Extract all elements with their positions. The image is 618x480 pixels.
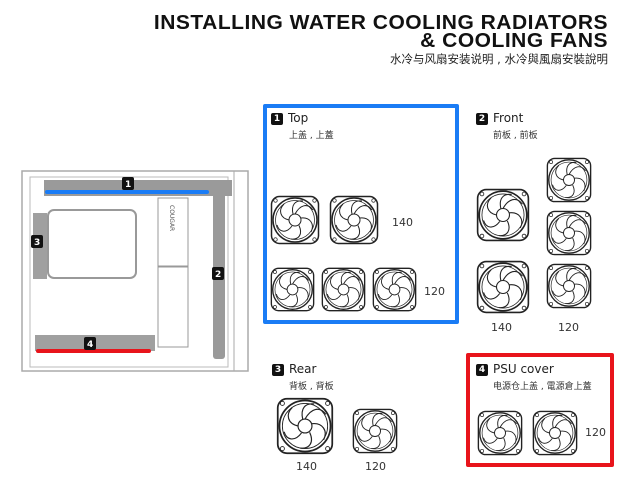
fan-icon xyxy=(372,267,417,312)
fan-icon xyxy=(321,267,366,312)
section-cn: 背板 , 背板 xyxy=(289,382,334,392)
size-label: 120 xyxy=(424,285,445,298)
marker-4: 4 xyxy=(87,340,93,350)
page-title: INSTALLING WATER COOLING RADIATORS& COOL… xyxy=(153,12,608,52)
section-name: Rear xyxy=(289,362,317,376)
page-subtitle: 水冷与风扇安装说明 , 水冷與風扇安裝說明 xyxy=(390,52,608,66)
fan-icon xyxy=(476,260,530,314)
section-name: PSU cover xyxy=(493,362,554,376)
section-name: Top xyxy=(288,111,309,125)
fan-icon xyxy=(329,195,379,245)
fan-icon xyxy=(270,195,320,245)
fan-icon xyxy=(546,157,592,203)
size-label: 140 xyxy=(392,216,413,229)
fan-icon xyxy=(276,397,334,455)
section-rear-heading: 3 Rear xyxy=(272,362,316,376)
psu-section-box xyxy=(466,353,614,467)
fan-icon xyxy=(270,267,315,312)
section-number: 2 xyxy=(476,113,488,125)
section-front-heading: 2 Front xyxy=(476,111,523,125)
fan-icon xyxy=(532,410,578,456)
section-number: 1 xyxy=(271,113,283,125)
fan-icon xyxy=(352,408,398,454)
size-label: 140 xyxy=(296,460,317,473)
section-psu-heading: 4 PSU cover xyxy=(476,362,554,376)
section-cn: 上盖 , 上蓋 xyxy=(289,131,334,141)
title-line-1: INSTALLING WATER COOLING RADIATORS xyxy=(153,12,608,34)
title-line-2: & COOLING FANS xyxy=(420,30,608,52)
fan-icon xyxy=(546,263,592,309)
fan-icon xyxy=(477,410,523,456)
size-label: 120 xyxy=(585,426,606,439)
psu-highlight xyxy=(36,349,151,353)
section-cn: 前板 , 前板 xyxy=(493,131,538,141)
fan-icon xyxy=(476,188,530,242)
section-top-heading: 1 Top xyxy=(271,111,308,125)
size-label: 120 xyxy=(365,460,386,473)
size-label: 120 xyxy=(558,321,579,334)
case-diagram: COUGAR 1 2 3 4 xyxy=(21,170,249,372)
section-number: 4 xyxy=(476,364,488,376)
top-section-box xyxy=(263,104,459,324)
fan-icon xyxy=(546,210,592,256)
section-name: Front xyxy=(493,111,524,125)
section-number: 3 xyxy=(272,364,284,376)
case-brand: COUGAR xyxy=(168,205,175,231)
marker-2: 2 xyxy=(215,270,221,280)
marker-1: 1 xyxy=(125,180,131,190)
marker-3: 3 xyxy=(34,238,40,248)
section-cn: 电源仓上盖 , 電源倉上蓋 xyxy=(493,382,592,392)
top-highlight xyxy=(45,190,209,194)
size-label: 140 xyxy=(491,321,512,334)
